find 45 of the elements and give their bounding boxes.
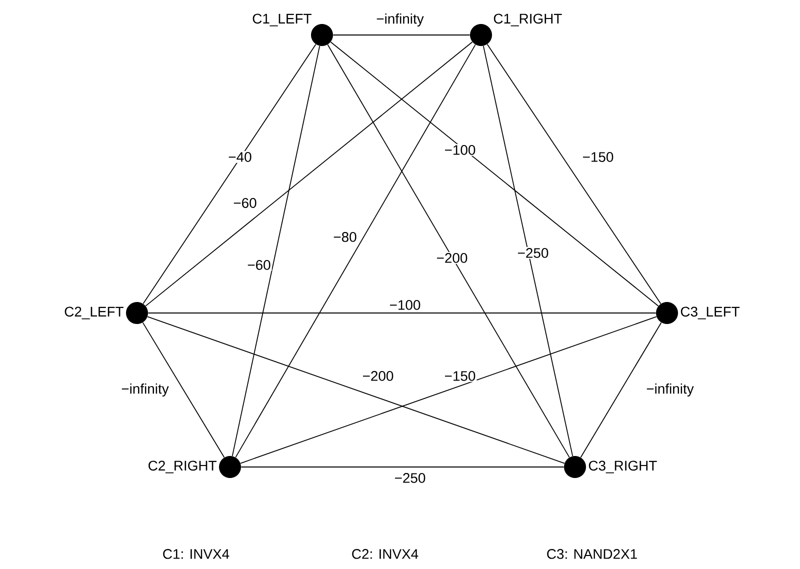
note-text: C1: INVX4 <box>163 549 230 559</box>
edge-line <box>482 45 574 456</box>
node-label: C2_LEFT <box>64 306 124 320</box>
node-label: C1_LEFT <box>252 14 312 26</box>
edge-line <box>142 44 316 304</box>
edge-label: −40 <box>227 151 253 163</box>
edge-line <box>332 34 470 36</box>
edge-line <box>580 322 662 458</box>
edge-label: −200 <box>361 370 395 382</box>
edge-label: −100 <box>443 144 477 156</box>
note-text: C3: NAND2X1 <box>547 549 637 559</box>
edge-label: −infinity <box>120 382 170 398</box>
edge-line <box>240 466 564 468</box>
edge-line <box>235 44 476 458</box>
dot <box>470 24 492 46</box>
edge-label: −80 <box>332 231 358 243</box>
edge-line <box>145 42 473 306</box>
dot <box>656 302 678 324</box>
edge-label: −infinity <box>645 382 695 398</box>
edge-line <box>240 316 657 464</box>
edge-label: −60 <box>246 259 272 271</box>
edge-label: −150 <box>443 370 477 382</box>
edge-label: −200 <box>435 252 469 264</box>
edge-line <box>330 42 659 306</box>
edge-label: −100 <box>388 299 422 311</box>
edge-line <box>232 46 320 456</box>
dot <box>126 302 148 324</box>
edge-line <box>147 316 565 464</box>
dot <box>311 24 333 46</box>
edge-label: −infinity <box>375 12 425 28</box>
edge-label: −250 <box>516 247 550 259</box>
dot <box>564 456 586 478</box>
node-label: C3_RIGHT <box>588 460 657 474</box>
dot <box>219 456 241 478</box>
node-label: C2_RIGHT <box>148 460 216 474</box>
node-label: C1_RIGHT <box>494 14 562 26</box>
edge-label: −150 <box>581 151 615 163</box>
edge-label: −60 <box>232 197 258 209</box>
edge-line <box>148 312 656 314</box>
edge-line <box>327 44 570 458</box>
edge-label: −250 <box>393 472 427 484</box>
edge-line <box>142 322 225 458</box>
edge-line <box>486 44 662 304</box>
note-text: C2: INVX4 <box>352 549 418 559</box>
node-label: C3_LEFT <box>680 306 740 320</box>
